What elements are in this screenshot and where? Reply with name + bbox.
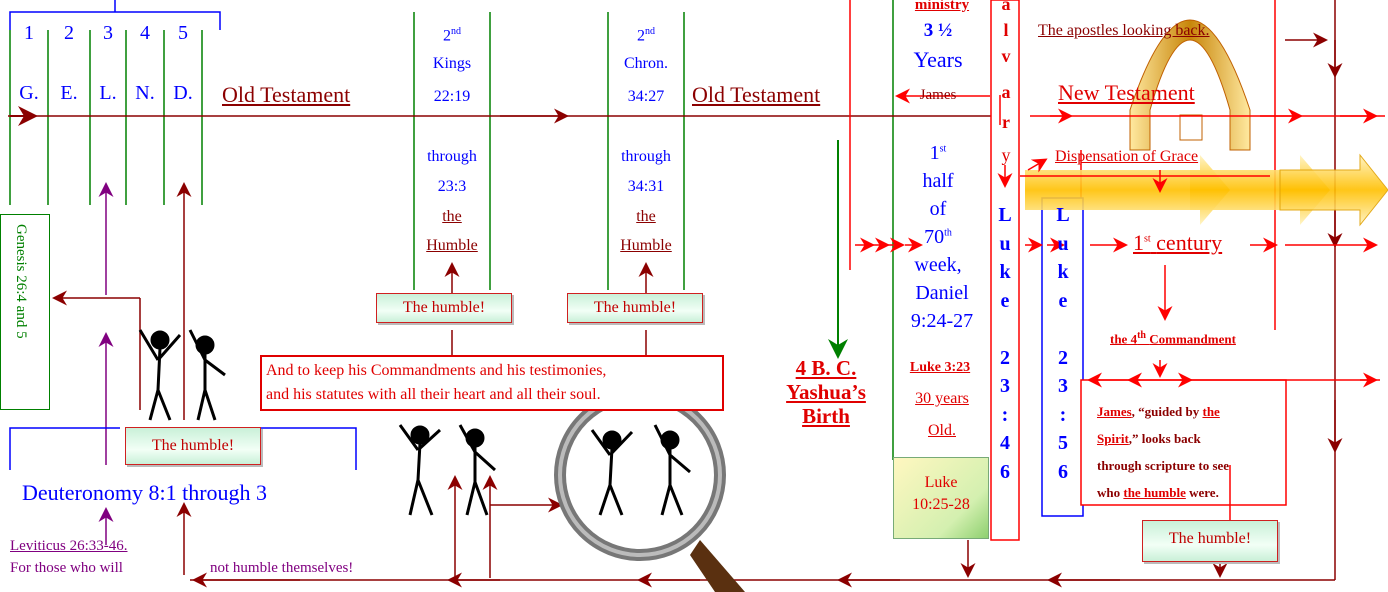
genesis-ref: Genesis 26:4 and 5 [13,224,29,339]
ministry-half: half [922,170,954,192]
luke-char: 3 [1000,375,1010,397]
ministry-old: Old. [928,422,956,439]
fourth-commandment: the 4th Commandment [1110,330,1236,347]
calvary-letter: v [1001,46,1011,66]
for-those-text: For those who will [10,560,123,576]
old-testament-label: Old Testament [222,82,351,107]
luke-10-box: Luke 10:25-28 [893,457,989,539]
chron-the: the [636,208,656,225]
luke-char: 6 [1058,460,1068,483]
calvary-letter: a [1001,82,1011,102]
book-number: 5 [178,22,188,44]
luke-char: u [999,232,1011,255]
kings-humble: Humble [426,237,478,254]
ministry-years-num: 3 ½ [923,20,953,41]
kings-ref1: 22:19 [433,88,471,105]
luke-23-46-column: L u k e 2 3 : 4 6 [995,201,1015,486]
century-label: 1st century [1133,230,1223,255]
quote-line-2: and his statutes with all their heart an… [266,386,601,403]
luke-char: L [998,204,1012,226]
book-letter: L. [99,82,117,104]
luke-box-line1: Luke [924,474,958,491]
chron-book: Chron. [624,55,668,72]
ministry-james: James [919,87,957,103]
kings-book: Kings [432,55,472,72]
apostles-text: The apostles looking back. [1038,22,1210,39]
calvary-letter: y [1001,145,1011,165]
quote-line-1: And to keep his Commandments and his tes… [266,362,607,379]
chron-humble: Humble [620,237,672,254]
new-testament-label: New Testament [1058,80,1195,105]
book-number: 1 [24,22,34,44]
calvary-letter: l [1003,20,1009,40]
james-note-line-2: Spirit,” looks back [1097,431,1201,446]
ministry-years: Years [913,47,963,72]
book-number: 4 [140,22,150,44]
james-note-line-3: through scripture to see [1097,458,1230,473]
not-humble-text: not humble themselves! [210,560,354,576]
ministry-daniel: Daniel [915,282,969,304]
james-note-line-4: who the humble were. [1097,485,1219,500]
ministry-week: week, [914,254,962,276]
luke-char: L [1056,204,1070,226]
ministry-title: ministry [914,0,970,13]
luke-char: : [1001,403,1009,426]
luke-23-56-column: L u k e 2 3 : 5 6 [1053,201,1073,486]
deuteronomy-label: Deuteronomy 8:1 through 3 [22,480,268,505]
luke-char [995,315,1015,344]
humble-box-kings: The humble! [376,293,512,323]
chron-ref1: 34:27 [627,88,665,105]
ministry-luke-ref: Luke 3:23 [909,360,971,375]
chron-ordinal: 2nd [637,26,655,45]
james-note-line-1: James, “guided by the [1097,404,1220,419]
luke-char: k [1057,261,1069,283]
luke-char: 3 [1058,375,1068,397]
humble-box-chron: The humble! [567,293,703,323]
birth-year: 4 B. C. [795,356,857,380]
luke-char: : [1059,403,1067,426]
kings-through: through [427,148,477,165]
birth-label: Birth [802,404,850,428]
book-number: 2 [64,22,74,44]
kings-ref2: 23:3 [437,178,467,195]
ministry-week-num: 70th [924,226,952,248]
humble-box-deut: The humble! [125,427,261,465]
book-letter: D. [173,82,193,104]
book-letter: N. [135,82,155,104]
book-number: 3 [103,22,113,44]
chron-through: through [621,148,671,165]
book-letter: E. [60,82,78,104]
luke-char [1053,315,1073,344]
birth-name: Yashua’s [786,380,866,404]
james-note: James, “guided by the Spirit,” looks bac… [1097,398,1229,506]
luke-char: 4 [1000,432,1010,454]
old-testament-label-2: Old Testament [692,82,821,107]
commandments-quote: And to keep his Commandments and his tes… [260,355,724,411]
genesis-box [0,214,50,410]
luke-char: e [1000,289,1010,312]
calvary-letter: a [1001,0,1011,14]
luke-char: 6 [1000,460,1010,483]
chron-ref2: 34:31 [627,178,665,195]
ministry-daniel-ref: 9:24-27 [910,310,974,332]
luke-char: u [1057,232,1069,255]
leviticus-ref: Leviticus 26:33-46. [10,538,128,554]
kings-ordinal: 2nd [443,26,461,45]
luke-box-line2: 10:25-28 [912,496,970,513]
kings-the: the [442,208,462,225]
luke-char: e [1058,289,1068,312]
ministry-age: 30 years [915,390,969,407]
luke-char: k [999,261,1011,283]
book-letter: G. [19,82,39,104]
grace-label: Dispensation of Grace [1055,148,1199,165]
luke-char: 2 [1058,346,1068,369]
ministry-of: of [929,198,947,220]
luke-char: 5 [1058,432,1068,454]
luke-char: 2 [1000,346,1010,369]
calvary-letter: r [1002,112,1010,132]
humble-box-nt: The humble! [1142,520,1278,562]
ministry-ordinal: 1st [929,142,947,164]
